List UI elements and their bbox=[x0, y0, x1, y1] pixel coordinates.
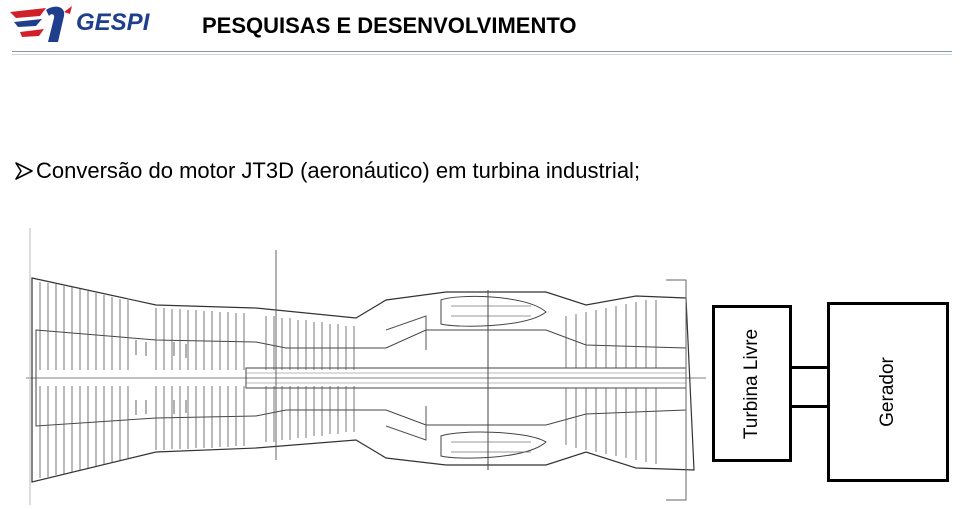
bullet-item: Conversão do motor JT3D (aeronáutico) em… bbox=[14, 158, 640, 184]
shaft-connector-bottom bbox=[792, 405, 827, 408]
free-turbine-label: Turbina Livre bbox=[741, 328, 762, 439]
header-divider bbox=[12, 51, 952, 52]
bullet-text: Conversão do motor JT3D (aeronáutico) em… bbox=[36, 158, 641, 183]
gespi-logo: GESPI bbox=[10, 6, 151, 42]
logo-emblem bbox=[10, 6, 72, 42]
jt3d-engine-cross-section bbox=[26, 228, 706, 505]
header-divider-shadow bbox=[12, 54, 952, 55]
logo-text: GESPI bbox=[76, 9, 151, 36]
generator-box: Gerador bbox=[827, 302, 949, 482]
page-title: PESQUISAS E DESENVOLVIMENTO bbox=[202, 13, 577, 38]
shaft-connector-top bbox=[792, 366, 827, 369]
free-turbine-box: Turbina Livre bbox=[712, 305, 792, 462]
generator-label: Gerador bbox=[877, 357, 898, 427]
arrow-bullet-icon bbox=[15, 162, 33, 180]
